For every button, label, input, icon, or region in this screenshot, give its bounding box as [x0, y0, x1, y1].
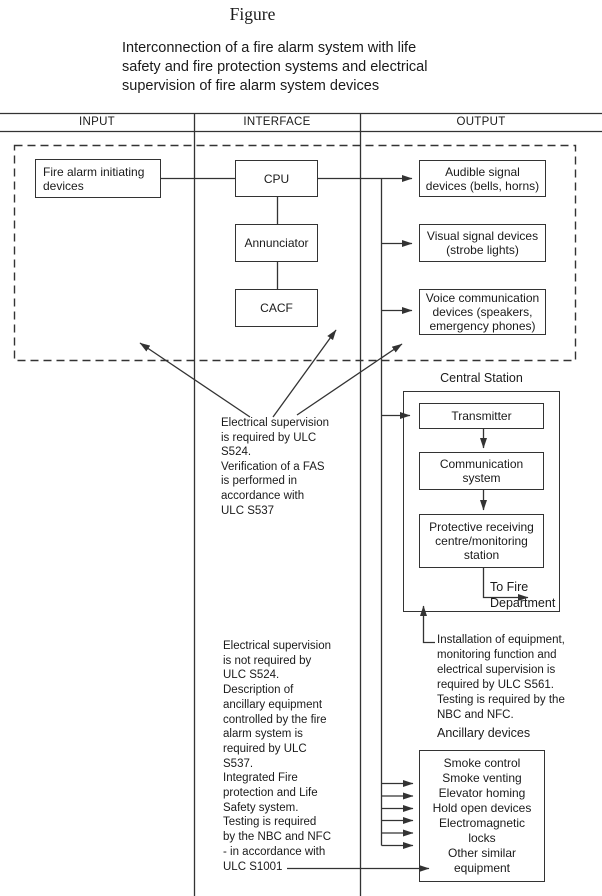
note-installation-supervision: Installation of equipment, monitoring fu… — [437, 634, 565, 721]
box-protective-receiving-centre: Protective receiving centre/monitoring s… — [419, 514, 544, 568]
box-annunciator: Annunciator — [235, 224, 318, 262]
connector-to-fire-department — [482, 568, 529, 601]
box-voice-communication-devices: Voice communication devices (speakers, e… — [419, 289, 546, 335]
dashed-boundary — [13, 144, 577, 362]
box-ancillary-devices: Smoke control Smoke venting Elevator hom… — [419, 750, 545, 882]
box-cacf: CACF — [235, 289, 318, 327]
note-supervision-not-required: Electrical supervision is not required b… — [223, 640, 332, 873]
arrow-note-to-input — [139, 342, 251, 418]
note-supervision-required: Electrical supervision is required by UL… — [221, 417, 330, 517]
to-fire-department-label: To Fire Department — [490, 580, 556, 610]
column-header-input: INPUT — [79, 116, 115, 128]
central-station-label: Central Station — [440, 371, 523, 385]
ancillary-devices-label: Ancillary devices — [437, 726, 531, 740]
box-communication-system: Communication system — [419, 452, 544, 490]
box-audible-signal-devices: Audible signal devices (bells, horns) — [419, 160, 546, 197]
box-fire-alarm-initiating-devices: Fire alarm initiating devices — [35, 159, 161, 198]
central-station-outline — [403, 391, 560, 612]
column-header-output: OUTPUT — [456, 116, 506, 128]
connector-installation-note — [420, 605, 435, 644]
box-visual-signal-devices: Visual signal devices (strobe lights) — [419, 224, 546, 262]
figure-subtitle: Interconnection of a fire alarm system w… — [122, 40, 428, 94]
box-cpu: CPU — [235, 160, 318, 197]
box-transmitter: Transmitter — [419, 403, 544, 429]
arrow-note-to-interface — [272, 329, 337, 418]
figure-title: Figure — [229, 4, 276, 24]
column-header-interface: INTERFACE — [243, 116, 311, 128]
arrow-note-to-output — [296, 343, 403, 416]
